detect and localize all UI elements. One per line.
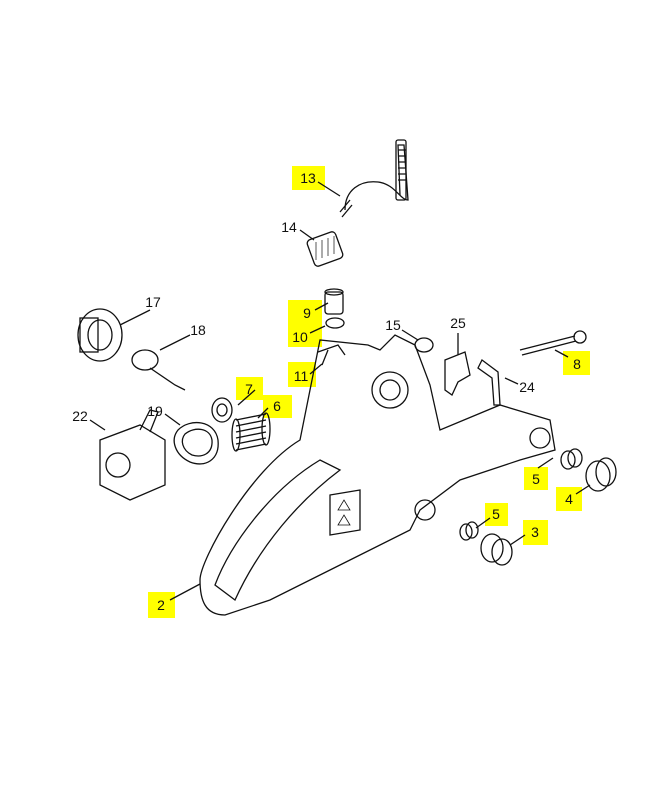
label-4: 4 bbox=[565, 491, 573, 507]
highlight-4 bbox=[556, 487, 582, 511]
label-22: 22 bbox=[72, 408, 88, 424]
highlight-6 bbox=[263, 395, 292, 418]
part-25 bbox=[444, 351, 471, 396]
label-8: 8 bbox=[573, 356, 581, 372]
part-15 bbox=[414, 337, 434, 353]
label-13: 13 bbox=[300, 170, 316, 186]
part-spring bbox=[231, 412, 271, 452]
label-15: 15 bbox=[385, 317, 401, 333]
part-fuel-filter bbox=[306, 231, 344, 267]
label-24: 24 bbox=[519, 379, 535, 395]
part-18 bbox=[131, 349, 186, 391]
highlight-5a bbox=[524, 467, 548, 490]
part-10 bbox=[325, 317, 345, 329]
label-9: 9 bbox=[303, 305, 311, 321]
label-11: 11 bbox=[293, 368, 309, 384]
leader-lines bbox=[89, 181, 591, 601]
highlight-2 bbox=[148, 592, 175, 618]
part-17 bbox=[77, 308, 123, 362]
highlight-5b bbox=[485, 503, 508, 526]
highlight-3 bbox=[523, 520, 548, 545]
label-25: 25 bbox=[450, 315, 466, 331]
label-2: 2 bbox=[157, 597, 165, 613]
part-fuel-hose bbox=[339, 139, 409, 218]
highlight-8 bbox=[563, 351, 590, 375]
label-7: 7 bbox=[245, 381, 253, 397]
label-6: 6 bbox=[273, 398, 281, 414]
part-9 bbox=[324, 288, 344, 315]
part-11 bbox=[317, 344, 346, 366]
part-bolt bbox=[519, 330, 587, 356]
label-14: 14 bbox=[281, 219, 297, 235]
label-5b: 5 bbox=[492, 506, 500, 522]
label-10: 10 bbox=[292, 329, 308, 345]
label-3: 3 bbox=[531, 524, 539, 540]
part-5a bbox=[560, 448, 583, 470]
highlight-9-10 bbox=[288, 300, 322, 347]
label-18: 18 bbox=[190, 322, 206, 338]
highlight-13 bbox=[292, 166, 325, 190]
highlight-7 bbox=[236, 377, 263, 400]
label-17: 17 bbox=[145, 294, 161, 310]
part-7 bbox=[211, 397, 233, 423]
part-24 bbox=[477, 359, 501, 406]
part-housing bbox=[199, 334, 556, 616]
part-3 bbox=[480, 533, 513, 566]
part-carburetor bbox=[99, 409, 166, 501]
part-5b bbox=[459, 521, 479, 541]
label-19: 19 bbox=[147, 403, 163, 419]
part-gasket bbox=[173, 421, 219, 465]
part-4 bbox=[585, 457, 617, 492]
label-5a: 5 bbox=[532, 471, 540, 487]
